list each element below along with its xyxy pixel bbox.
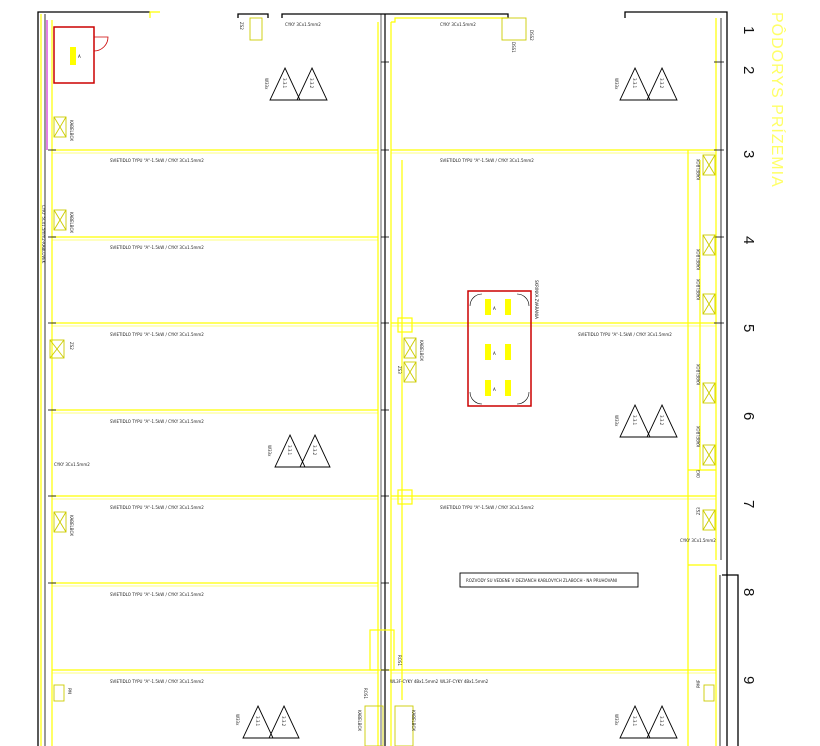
box-code: DSS2 xyxy=(529,30,534,41)
cable-label-vertical: CYKY 5Cx1.5mm2-KABLOVEK xyxy=(41,205,46,264)
box-code: ZS2 xyxy=(69,342,74,350)
note-text: ROZVODY SU VEDENE V DEZIANCH KABLOVYCH Z… xyxy=(466,578,617,583)
cable-label: SVIETIDLO TYPU "A"-1.5kW / CYKY 3Cx1.5mm… xyxy=(110,419,204,424)
axis-labels: 1 2 3 4 5 6 7 8 9 xyxy=(740,26,757,684)
junction-boxes xyxy=(49,17,716,746)
pole-tag: W33x xyxy=(614,415,619,427)
cable-label-top: CYKY 3Cx1.5mm2 xyxy=(285,22,321,27)
pole-tag: W33x xyxy=(614,78,619,90)
pole-code: 3.3.2 xyxy=(659,78,664,89)
pole-tag: W33x xyxy=(264,78,269,90)
box-label: KABELBOX xyxy=(357,710,362,731)
cable-trays xyxy=(40,11,717,746)
box-code: ROS1 xyxy=(363,688,368,699)
cable-label-top2: CYKY 3Cx1.5mm2 xyxy=(440,22,476,27)
cable-label-right: SVIETIDLO TYPU "A"-1.5kW / CYKY 3Cx1.5mm… xyxy=(440,158,534,163)
pole-code: 3.3.1 xyxy=(282,78,287,89)
cable-label: SVIETIDLO TYPU "A"-1.5kW / CYKY 3Cx1.5mm… xyxy=(110,679,204,684)
fixture-room-label: SKRINKA ZVARANIA xyxy=(534,280,539,319)
fixture-tag: A xyxy=(493,306,496,311)
fixture-room-center: SKRINKA ZVARANIA A A A xyxy=(467,280,539,407)
box-code: DSS1 xyxy=(511,42,516,53)
pole-code: 3.3.2 xyxy=(281,716,286,727)
fixture-tag: A xyxy=(493,387,496,392)
note-box: ROZVODY SU VEDENE V DEZIANCH KABLOVYCH Z… xyxy=(459,572,639,588)
pole-code: 3.3.2 xyxy=(659,415,664,426)
pole-code: 3.3.1 xyxy=(632,415,637,426)
box-code: ZS2 xyxy=(239,22,244,30)
box-code: PMF xyxy=(696,679,701,688)
box-code: OK3 xyxy=(696,469,701,478)
axis-label: 7 xyxy=(740,500,757,508)
cable-label: SVIETIDLO TYPU "A"-1.5kW / CYKY 3Cx1.5mm… xyxy=(110,592,204,597)
fixture-tag: A xyxy=(493,351,496,356)
pole-tag: W33x xyxy=(614,714,619,726)
box-code: ZS3 xyxy=(696,507,701,515)
axis-label: 6 xyxy=(740,412,757,420)
box-label: KABELBOX xyxy=(696,249,701,270)
box-label: KABELBOX xyxy=(69,212,74,233)
pole-code: 3.3.1 xyxy=(255,716,260,727)
axis-label: 1 xyxy=(740,26,757,34)
box-labels: KABELBOX KABELBOX KABELBOX KABELBOX KABE… xyxy=(67,22,701,731)
pole-code: 3.3.1 xyxy=(632,716,637,727)
box-label: KABELBOX xyxy=(696,364,701,385)
pole-code: 3.3.2 xyxy=(659,716,664,727)
axis-label: 8 xyxy=(740,588,757,596)
fixture-room-top: A xyxy=(53,26,109,84)
pole-code: 3.3.2 xyxy=(312,445,317,456)
axis-label: 4 xyxy=(740,236,757,244)
grid-ticks xyxy=(48,61,724,671)
pole-tag: W33x xyxy=(235,714,240,726)
axis-label: 3 xyxy=(740,150,757,158)
cable-label: SVIETIDLO TYPU "A"-1.5kW / CYKY 3Cx1.5mm… xyxy=(110,332,204,337)
pole-code: 3.3.1 xyxy=(287,445,292,456)
pole-tag: W33x xyxy=(267,445,272,457)
cable-label-right: SVIETIDLO TYPU "A"-1.5kW / CYKY 3Cx1.5mm… xyxy=(578,332,672,337)
axis-label: 9 xyxy=(740,676,757,684)
cyky-small-label: CYKY 3Cx1.5mm2 xyxy=(680,538,716,543)
pole-codes: 3.3.1 3.3.2 3.3.1 3.3.2 3.3.1 3.3.2 3.3.… xyxy=(235,78,664,727)
cable-label-bottom2: WL3F-CYKY 4Bx1.5mm2 xyxy=(440,679,489,684)
axis-label: 2 xyxy=(740,66,757,74)
box-label: KABELBOX xyxy=(69,120,74,141)
cable-label: SVIETIDLO TYPU "A"-1.5kW / CYKY 3Cx1.5mm… xyxy=(110,505,204,510)
pole-symbols xyxy=(242,66,678,739)
cyky-small-label: CYKY 3Cx1.5mm2 xyxy=(54,462,90,467)
cable-labels: SVIETIDLO TYPU "A"-1.5kW / CYKY 3Cx1.5mm… xyxy=(41,22,716,684)
box-code: ZS3 xyxy=(397,366,402,374)
axis-label: 5 xyxy=(740,324,757,332)
fixture-tag: A xyxy=(78,54,81,59)
cable-label: SVIETIDLO TYPU "A"-1.5kW / CYKY 3Cx1.5mm… xyxy=(110,158,204,163)
box-label: KABELBOX xyxy=(419,340,424,361)
cable-label: SVIETIDLO TYPU "A"-1.5kW / CYKY 3Cx1.5mm… xyxy=(110,245,204,250)
box-code: ROS1 xyxy=(397,655,402,666)
cable-label-bottom: WL3F-CYKY 4Bx1.5mm2 xyxy=(390,679,439,684)
pole-code: 3.3.1 xyxy=(632,78,637,89)
pole-code: 3.3.2 xyxy=(309,78,314,89)
box-code: PM xyxy=(67,688,72,694)
box-label: KABELBOX xyxy=(696,159,701,180)
box-label: KABELBOX xyxy=(696,279,701,300)
cable-label-right: SVIETIDLO TYPU "A"-1.5kW / CYKY 3Cx1.5mm… xyxy=(440,505,534,510)
box-label: KABELBOX xyxy=(69,515,74,536)
drawing-title: PÔDORYS PRÍZEMIA xyxy=(768,12,787,188)
box-label: KABELBOX xyxy=(696,426,701,447)
walls xyxy=(37,11,739,746)
box-label: KABELBOX xyxy=(411,710,416,731)
